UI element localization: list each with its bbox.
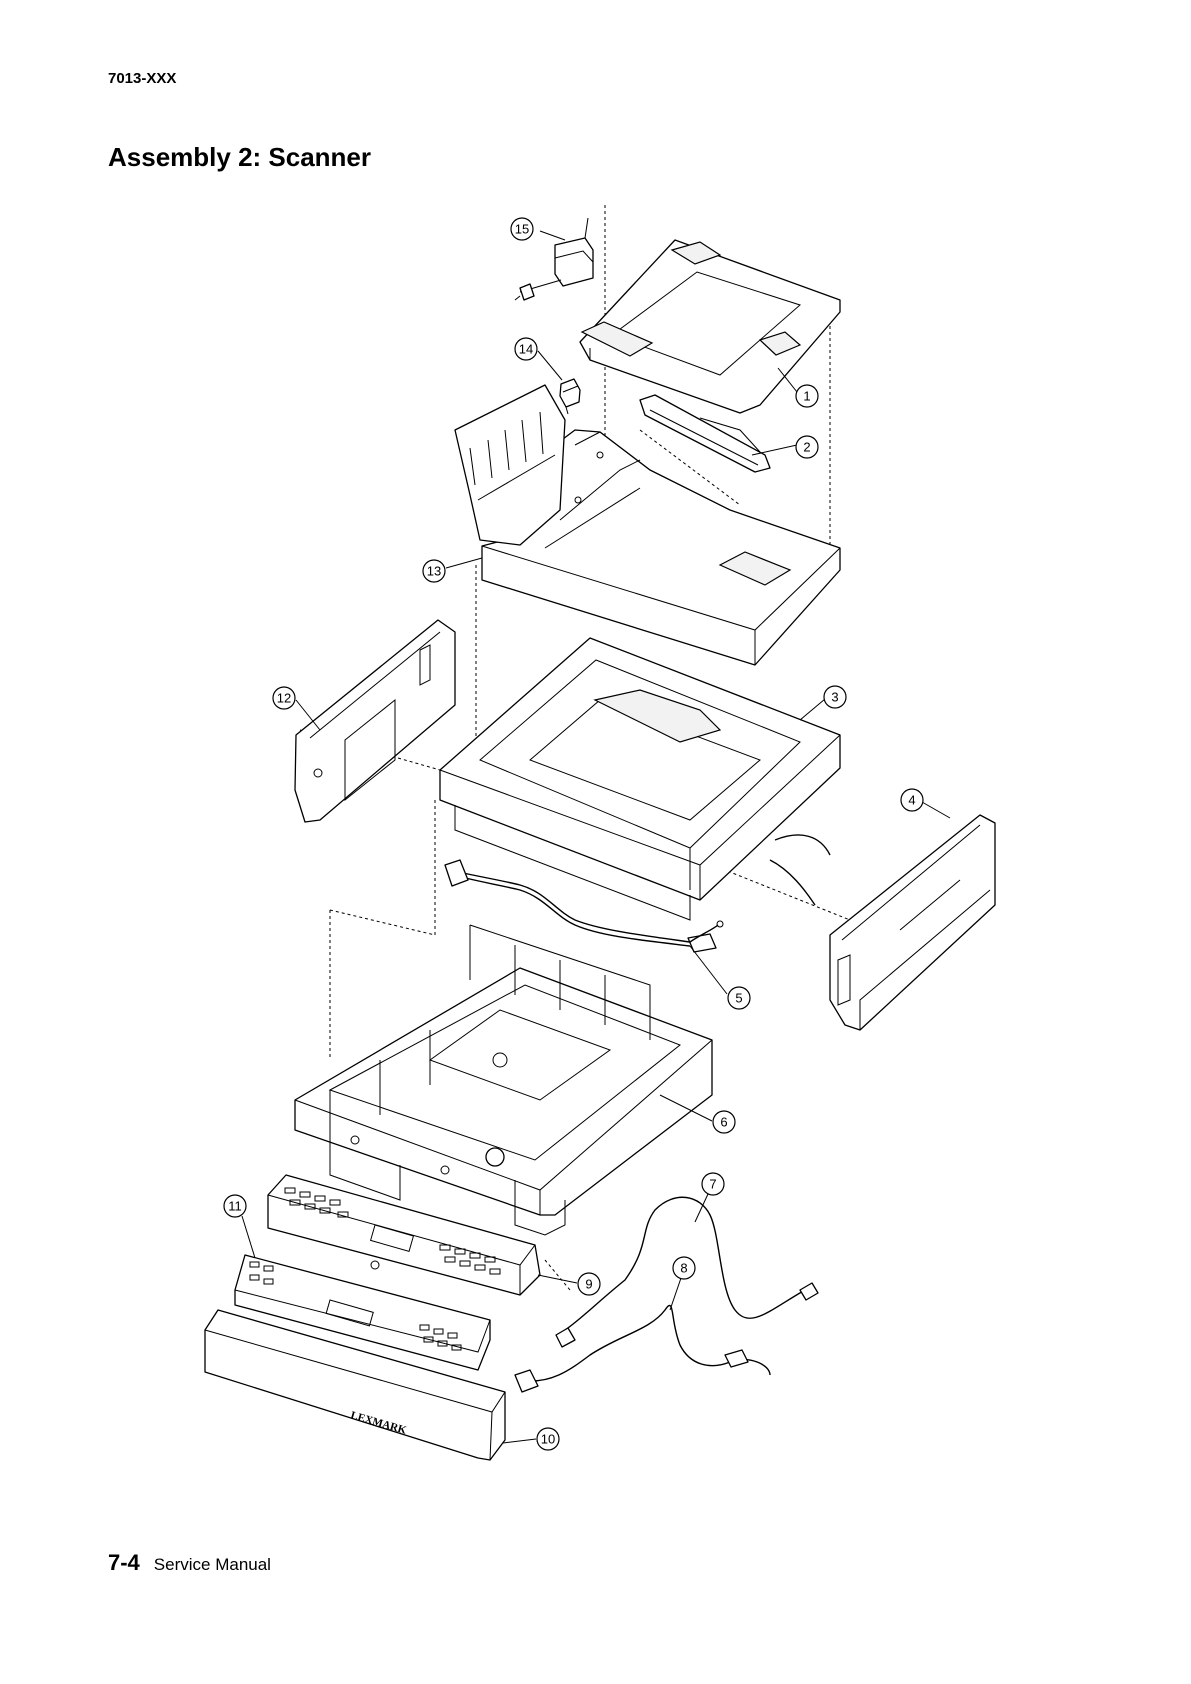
svg-text:6: 6 (720, 1115, 727, 1130)
svg-text:13: 13 (427, 564, 441, 579)
svg-text:3: 3 (831, 690, 838, 705)
callout-9: 9 (578, 1273, 600, 1295)
svg-text:9: 9 (585, 1277, 592, 1292)
manual-label: Service Manual (154, 1555, 271, 1575)
callout-2: 2 (796, 436, 818, 458)
page-number: 7-4 (108, 1550, 140, 1576)
svg-text:14: 14 (519, 342, 533, 357)
callout-10: 10 (537, 1428, 559, 1450)
callout-3: 3 (824, 686, 846, 708)
svg-text:8: 8 (680, 1261, 687, 1276)
svg-text:12: 12 (277, 691, 291, 706)
callout-15: 15 (511, 218, 533, 240)
page-footer: 7-4 Service Manual (108, 1550, 271, 1576)
callout-13: 13 (423, 560, 445, 582)
svg-text:10: 10 (541, 1432, 555, 1447)
callout-8: 8 (673, 1257, 695, 1279)
svg-text:2: 2 (803, 440, 810, 455)
callout-6: 6 (713, 1111, 735, 1133)
callout-11: 11 (224, 1195, 246, 1217)
callout-7: 7 (702, 1173, 724, 1195)
svg-text:1: 1 (803, 389, 810, 404)
callout-4: 4 (901, 789, 923, 811)
part-4-right-side-cover (830, 815, 995, 1030)
svg-text:7: 7 (709, 1177, 716, 1192)
callout-1: 1 (796, 385, 818, 407)
callout-12: 12 (273, 687, 295, 709)
part-14-solenoid (560, 379, 580, 414)
part-3-flatbed-scanner (440, 638, 840, 920)
part-12-left-side-cover (295, 620, 455, 822)
part-8-panel-cable (515, 1305, 770, 1392)
callout-5: 5 (728, 987, 750, 1009)
part-6-base-frame (295, 925, 712, 1235)
svg-text:15: 15 (515, 222, 529, 237)
svg-text:11: 11 (228, 1199, 242, 1214)
svg-text:5: 5 (735, 991, 742, 1006)
svg-text:4: 4 (908, 793, 915, 808)
part-13-adf-assembly (455, 385, 840, 665)
callout-14: 14 (515, 338, 537, 360)
